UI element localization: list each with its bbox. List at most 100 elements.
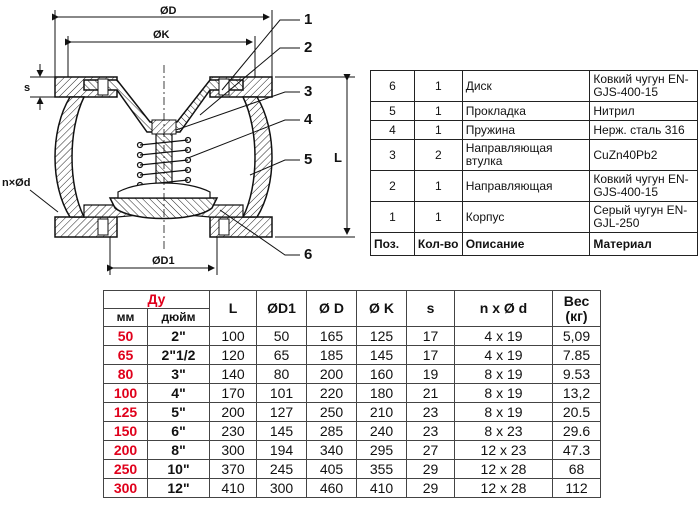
header-D1: ØD1 <box>256 290 307 327</box>
cell-L: 370 <box>209 459 257 479</box>
cell-D: 185 <box>306 345 357 365</box>
header-mm: мм <box>103 308 148 327</box>
cell-D1: 50 <box>256 326 307 346</box>
cell-weight: 20.5 <box>552 402 601 422</box>
cell-dn-inch: 2" <box>147 326 210 346</box>
part-pos: 4 <box>370 120 415 140</box>
cell-nd: 8 x 19 <box>454 402 553 422</box>
part-pos: 1 <box>370 201 415 233</box>
part-pos: 6 <box>370 70 415 102</box>
cell-L: 100 <box>209 326 257 346</box>
dimension-s <box>30 64 55 110</box>
part-desc: Направляющая <box>461 170 591 202</box>
cell-dn-mm: 65 <box>103 345 148 365</box>
cell-D1: 194 <box>256 440 307 460</box>
part-material: Ковкий чугун EN-GJS-400-15 <box>589 70 698 102</box>
cell-dn-inch: 10" <box>147 459 210 479</box>
cell-nd: 12 x 28 <box>454 478 553 498</box>
cell-D1: 145 <box>256 421 307 441</box>
cell-dn-inch: 4" <box>147 383 210 403</box>
parts-header-material: Материал <box>589 232 698 256</box>
cell-K: 145 <box>356 345 407 365</box>
cell-dn-mm: 200 <box>103 440 148 460</box>
cell-s: 23 <box>406 421 455 441</box>
part-material: CuZn40Pb2 <box>589 139 698 171</box>
header-inch: дюйм <box>147 308 210 327</box>
cell-weight: 112 <box>552 478 601 498</box>
callout-2: 2 <box>304 39 312 56</box>
cell-D: 405 <box>306 459 357 479</box>
parts-row: 5 1 Прокладка Нитрил <box>370 101 698 121</box>
part-desc: Диск <box>461 70 591 102</box>
cell-weight: 47.3 <box>552 440 601 460</box>
cell-L: 230 <box>209 421 257 441</box>
dim-K-label: ØK <box>153 29 170 41</box>
size-table: Ду L ØD1 Ø D Ø K s n x Ø d Вес (кг) мм д… <box>103 290 601 498</box>
cell-D1: 300 <box>256 478 307 498</box>
cell-dn-mm: 80 <box>103 364 148 384</box>
part-material: Серый чугун EN-GJL-250 <box>589 201 698 233</box>
parts-table: 6 1 Диск Ковкий чугун EN-GJS-400-15 5 1 … <box>370 70 698 256</box>
header-nd: n x Ø d <box>454 290 553 327</box>
disc <box>108 197 219 220</box>
cell-D1: 127 <box>256 402 307 422</box>
cell-nd: 4 x 19 <box>454 326 553 346</box>
parts-row: 3 2 Направляющая втулка CuZn40Pb2 <box>370 139 698 171</box>
dim-L-label: L <box>334 150 342 165</box>
cell-D: 165 <box>306 326 357 346</box>
parts-header-desc: Описание <box>461 232 591 256</box>
parts-header-pos: Поз. <box>370 232 415 256</box>
cell-L: 140 <box>209 364 257 384</box>
cell-nd: 4 x 19 <box>454 345 553 365</box>
cell-L: 120 <box>209 345 257 365</box>
cell-K: 180 <box>356 383 407 403</box>
cell-s: 17 <box>406 326 455 346</box>
cell-nd: 12 x 23 <box>454 440 553 460</box>
header-K: Ø K <box>356 290 407 327</box>
part-qty: 1 <box>413 170 463 202</box>
cell-D1: 245 <box>256 459 307 479</box>
part-material: Ковкий чугун EN-GJS-400-15 <box>589 170 698 202</box>
part-pos: 3 <box>370 139 415 171</box>
parts-row: 1 1 Корпус Серый чугун EN-GJL-250 <box>370 201 698 233</box>
cell-weight: 9.53 <box>552 364 601 384</box>
cell-D: 250 <box>306 402 357 422</box>
cell-s: 29 <box>406 459 455 479</box>
header-dn: Ду <box>103 290 210 309</box>
part-desc: Прокладка <box>461 101 591 121</box>
header-s: s <box>406 290 455 327</box>
part-desc: Корпус <box>461 201 591 233</box>
cell-D1: 65 <box>256 345 307 365</box>
callout-leaders <box>175 19 300 256</box>
part-material: Нерж. сталь 316 <box>589 120 698 140</box>
parts-row: 6 1 Диск Ковкий чугун EN-GJS-400-15 <box>370 70 698 102</box>
cell-s: 17 <box>406 345 455 365</box>
part-desc: Пружина <box>461 120 591 140</box>
cell-weight: 68 <box>552 459 601 479</box>
cell-K: 295 <box>356 440 407 460</box>
cell-dn-mm: 100 <box>103 383 148 403</box>
cell-s: 29 <box>406 478 455 498</box>
cell-nd: 8 x 23 <box>454 421 553 441</box>
cell-dn-inch: 3" <box>147 364 210 384</box>
part-pos: 2 <box>370 170 415 202</box>
cell-K: 240 <box>356 421 407 441</box>
cell-dn-mm: 125 <box>103 402 148 422</box>
part-qty: 1 <box>413 70 463 102</box>
cell-dn-inch: 8" <box>147 440 210 460</box>
cell-K: 160 <box>356 364 407 384</box>
cell-s: 27 <box>406 440 455 460</box>
dimension-L <box>275 74 355 238</box>
cell-s: 21 <box>406 383 455 403</box>
cell-dn-mm: 50 <box>103 326 148 346</box>
parts-row: 2 1 Направляющая Ковкий чугун EN-GJS-400… <box>370 170 698 202</box>
dimension-D1 <box>107 237 218 275</box>
valve-section-drawing: ØD ØK s L <box>2 5 355 275</box>
